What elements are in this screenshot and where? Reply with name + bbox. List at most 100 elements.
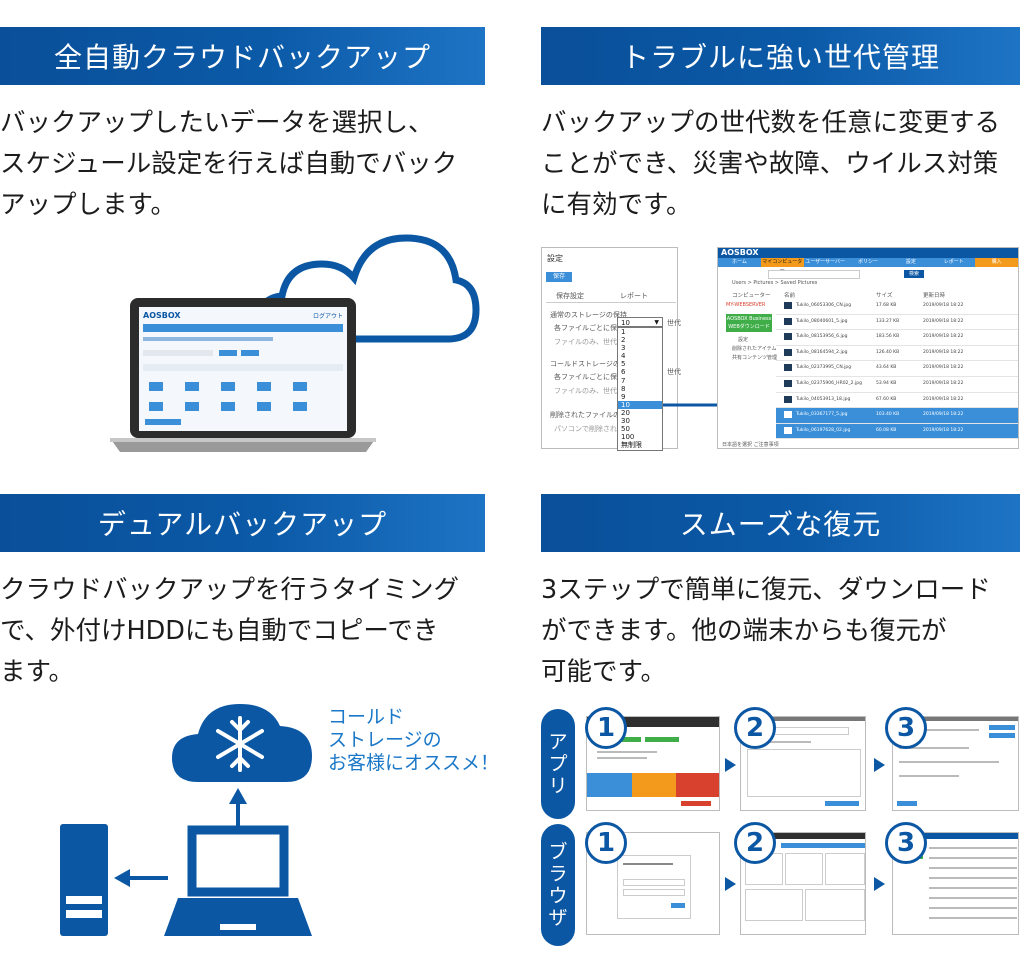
generation-option[interactable]: 3 bbox=[621, 344, 626, 353]
tab-save-settings[interactable]: 保存設定 bbox=[556, 292, 584, 300]
generation-option[interactable]: 5 bbox=[621, 360, 626, 369]
menu-item[interactable]: 購入 bbox=[975, 258, 1018, 267]
generation-option[interactable]: 10 bbox=[618, 400, 662, 409]
arrow-right-icon bbox=[725, 877, 736, 891]
unit-label-1: 世代 bbox=[667, 319, 681, 327]
col-computer: コンピューター bbox=[732, 293, 771, 299]
laptop-screen-logo: AOSBOX bbox=[143, 311, 181, 320]
file-date: 2019/09/18 18:22 bbox=[923, 412, 964, 418]
generation-option[interactable]: 無制限 bbox=[621, 441, 642, 450]
image-file-icon bbox=[784, 302, 792, 309]
settings-opt1[interactable]: 各ファイルごとに保持 bbox=[554, 324, 624, 332]
file-name: Tukilo_02373995_CN.jpg bbox=[796, 365, 852, 371]
file-date: 2019/09/18 18:22 bbox=[923, 365, 964, 371]
app-row-label: ア プ リ bbox=[541, 709, 575, 819]
file-date: 2019/09/18 18:22 bbox=[923, 318, 964, 324]
arrow-right-icon bbox=[874, 758, 885, 772]
file-screen-header: AOSBOX bbox=[718, 248, 1018, 258]
generation-select[interactable]: 10 ▼ bbox=[617, 317, 663, 327]
generation-option[interactable]: 1 bbox=[621, 328, 626, 336]
file-date: 2019/09/18 18:22 bbox=[923, 427, 964, 433]
laptop-screen-logout: ログアウト bbox=[312, 313, 343, 320]
search-input[interactable] bbox=[768, 270, 860, 279]
dual-backup-illustration bbox=[60, 704, 312, 936]
generation-option[interactable]: 7 bbox=[621, 376, 626, 385]
side-settings[interactable]: 設定 bbox=[738, 337, 749, 343]
generation-option[interactable]: 20 bbox=[621, 408, 630, 417]
search-button[interactable]: 検索 bbox=[904, 270, 924, 278]
col-date: 更新日時 bbox=[923, 293, 946, 299]
file-size: 60.08 KB bbox=[876, 427, 897, 433]
unit-label-2: 世代 bbox=[667, 368, 681, 376]
settings-opt2[interactable]: ファイルのみ、世代数 bbox=[554, 338, 624, 346]
side-shared[interactable]: 共有コンテンツ管理 bbox=[732, 355, 778, 361]
file-name: Tukilo_06197628_02.jpg bbox=[796, 427, 851, 433]
file-name: Tukilo_08153956_6.jpg bbox=[796, 334, 848, 340]
settings-save-button[interactable]: 保存 bbox=[546, 272, 572, 282]
generation-option[interactable]: 6 bbox=[621, 368, 626, 377]
auto-backup-desc: バックアップしたいデータを選択し、 スケジュール設定を行えば自動でバック アップ… bbox=[0, 108, 458, 220]
settings-sec1: 通常のストレージの保持 bbox=[550, 311, 627, 319]
menu-item[interactable]: ホーム bbox=[732, 259, 747, 265]
file-date: 2019/09/18 18:22 bbox=[923, 380, 964, 386]
settings-opt1-cold[interactable]: 各ファイルごとに保持 bbox=[554, 373, 624, 381]
settings-opt2-cold[interactable]: ファイルのみ、世代数 bbox=[554, 387, 624, 395]
file-list-screenshot: AOSBOX ホームマイコンピューターユーザーサーバーポリシー設定レポート購入 … bbox=[717, 247, 1019, 449]
arrow-right-icon bbox=[725, 758, 736, 772]
generation-option[interactable]: 8 bbox=[621, 384, 626, 393]
side-pc[interactable]: MY-WEBSERVER bbox=[726, 302, 766, 308]
generation-option[interactable]: 2 bbox=[621, 336, 626, 345]
file-date: 2019/09/18 18:22 bbox=[923, 396, 964, 402]
menu-item[interactable]: 設定 bbox=[905, 259, 916, 265]
file-date: 2019/09/18 18:22 bbox=[923, 334, 964, 340]
menu-item[interactable]: レポート bbox=[943, 259, 964, 265]
file-size: 103.40 KB bbox=[876, 412, 900, 418]
side-download-button[interactable]: AOSBOX Business WEBダウンロード bbox=[726, 314, 772, 332]
tab-report[interactable]: レポート bbox=[620, 292, 648, 300]
generation-title: トラブルに強い世代管理 bbox=[541, 27, 1020, 85]
file-size: 67.60 KB bbox=[876, 396, 897, 402]
laptop-screen-menu bbox=[143, 324, 343, 332]
image-file-icon bbox=[784, 364, 792, 372]
settings-sec3: 削除されたファイルの保持 bbox=[550, 411, 634, 419]
file-name: Tukilo_08040601_5.jpg bbox=[796, 318, 848, 324]
hdd-icon bbox=[60, 824, 108, 936]
col-size: サイズ bbox=[876, 293, 893, 299]
image-file-icon bbox=[784, 426, 792, 434]
image-file-icon bbox=[784, 348, 792, 356]
menu-item[interactable]: ポリシー bbox=[858, 259, 879, 265]
image-file-icon bbox=[784, 379, 792, 387]
generation-option[interactable]: 50 bbox=[621, 425, 630, 434]
generation-option[interactable]: 30 bbox=[621, 417, 630, 426]
browser-step-1: 1 bbox=[585, 822, 627, 864]
app-step-2: 2 bbox=[734, 707, 776, 749]
generation-option[interactable]: 4 bbox=[621, 352, 626, 361]
settings-sec2: コールドストレージの保持 bbox=[550, 360, 634, 368]
table-row[interactable]: Tukilo_06197628_02.jpg 60.08 KB 2019/09/18… bbox=[776, 423, 1018, 440]
generation-option[interactable]: 9 bbox=[621, 392, 626, 401]
side-deleted[interactable]: 削除されたアイテム bbox=[732, 346, 777, 352]
generation-option[interactable]: 100 bbox=[621, 433, 635, 442]
browser-step3-screen bbox=[892, 832, 1019, 935]
laptop-screen: AOSBOX ログアウト bbox=[139, 307, 347, 431]
menu-item[interactable]: ユーザーサーバー bbox=[805, 259, 846, 265]
file-size: 17.68 KB bbox=[876, 303, 897, 308]
snowflake-icon bbox=[216, 716, 264, 772]
auto-backup-panel: 全自動クラウドバックアップ バックアップしたいデータを選択し、 スケジュール設定… bbox=[0, 27, 485, 226]
restore-desc: 3ステップで簡単に復元、ダウンロード ができます。他の端末からも復元が 可能です… bbox=[541, 575, 991, 687]
breadcrumb[interactable]: Users > Pictures > Saved Pictures bbox=[732, 280, 818, 286]
generation-desc: バックアップの世代数を任意に変更する ことができ、災害や故障、ウイルス対策 に有… bbox=[541, 108, 1001, 220]
image-file-icon bbox=[784, 317, 792, 325]
menu-item[interactable]: マイコンピューター bbox=[760, 258, 804, 274]
aosbox-logo: AOSBOX bbox=[721, 248, 759, 257]
